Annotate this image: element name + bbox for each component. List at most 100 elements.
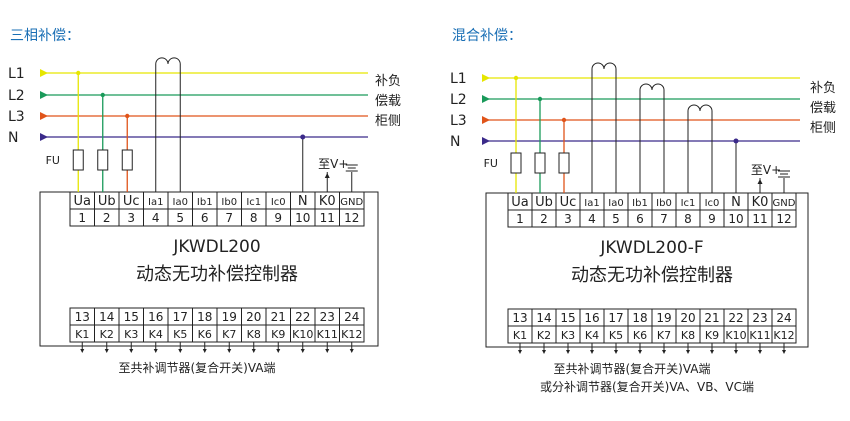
left-bottom-terminal-k: K4 xyxy=(149,328,163,341)
left-fuse-label: FU xyxy=(46,154,60,167)
right-terminal-number: 7 xyxy=(660,212,668,226)
left-title: 三相补偿： xyxy=(10,28,80,44)
right-note-1: 至共补调节器(复合开关)VA端 xyxy=(553,361,710,376)
left-terminal-label: Ib1 xyxy=(197,197,213,208)
left-bottom-terminal-k: K10 xyxy=(292,328,313,341)
left-bottom-terminal-k: K7 xyxy=(222,328,236,341)
left-line-label-l1: L1 xyxy=(8,66,25,82)
right-bottom-terminal-k: K9 xyxy=(705,329,719,342)
right-terminal-label: Ib1 xyxy=(632,198,648,209)
right-line-label-l3: L3 xyxy=(450,113,467,129)
left-junction-dot xyxy=(300,134,306,140)
left-down-arrow-icon xyxy=(276,349,281,353)
right-ct-coil-icon xyxy=(591,62,617,193)
right-bottom-terminal-k: K6 xyxy=(633,329,647,342)
right-bottom-terminal-number: 17 xyxy=(608,311,623,325)
right-terminal-number: 12 xyxy=(776,212,791,226)
right-bottom-terminal-k: K11 xyxy=(749,329,770,342)
left-down-arrow-icon xyxy=(251,349,256,353)
right-bottom-terminal-k: K4 xyxy=(585,329,599,342)
left-terminal-number: 6 xyxy=(201,211,209,225)
left-bottom-terminal-k: K11 xyxy=(317,328,338,341)
right-arrow-icon xyxy=(482,74,490,82)
right-terminal-label: Ua xyxy=(511,195,528,210)
left-terminal-label: Ic0 xyxy=(271,197,286,208)
left-terminal-label: N xyxy=(298,194,308,209)
left-bottom-terminal-k: K9 xyxy=(271,328,285,341)
right-bottom-terminal-k: K7 xyxy=(657,329,671,342)
right-junction-dot xyxy=(537,96,543,102)
right-terminal-label: Ic0 xyxy=(705,198,720,209)
right-terminal-number: 9 xyxy=(708,212,716,226)
right-bottom-terminal-k: K12 xyxy=(773,329,794,342)
right-junction-dot xyxy=(513,75,519,81)
left-bottom-terminal-k: K2 xyxy=(100,328,114,341)
left-panel: 三相补偿：L1L2L3N补负偿载柜侧Ua1Ub2Uc3Ia14Ia05Ib16I… xyxy=(8,28,401,375)
left-down-arrow-icon xyxy=(80,349,85,353)
right-bottom-terminal-number: 16 xyxy=(584,311,599,325)
right-terminal-number: 2 xyxy=(540,212,548,226)
right-bottom-terminal-number: 15 xyxy=(560,311,575,325)
left-bottom-terminal-number: 20 xyxy=(246,310,261,324)
left-terminal-number: 5 xyxy=(176,211,184,225)
right-terminal-label: GND xyxy=(773,198,796,209)
left-down-arrow-icon xyxy=(202,349,207,353)
right-terminal-number: 4 xyxy=(588,212,596,226)
left-down-arrow-icon xyxy=(325,349,330,353)
right-arrow-icon xyxy=(482,116,490,124)
left-terminal-number: 4 xyxy=(152,211,160,225)
left-bottom-terminal-number: 16 xyxy=(148,310,163,324)
right-terminal-number: 11 xyxy=(752,212,767,226)
right-bottom-terminal-number: 13 xyxy=(512,311,527,325)
right-bottom-terminal-number: 20 xyxy=(680,311,695,325)
right-terminal-number: 3 xyxy=(564,212,572,226)
right-model: JKWDL200-F xyxy=(599,238,703,258)
right-terminal-label: Uc xyxy=(560,195,577,210)
left-bottom-terminal-number: 22 xyxy=(295,310,310,324)
left-bottom-terminal-k: K6 xyxy=(198,328,212,341)
right-line-label-l1: L1 xyxy=(450,71,467,87)
right-down-arrow-icon xyxy=(758,350,762,354)
right-terminal-label: N xyxy=(731,195,741,210)
left-terminal-number: 2 xyxy=(103,211,111,225)
left-terminal-number: 11 xyxy=(320,211,335,225)
left-bottom-terminal-k: K1 xyxy=(75,328,89,341)
left-arrow-icon xyxy=(40,112,48,120)
right-bottom-terminal-k: K1 xyxy=(513,329,527,342)
left-side-label: 柜侧 xyxy=(375,114,401,129)
right-title: 混合补偿： xyxy=(452,28,522,44)
right-bottom-terminal-k: K8 xyxy=(681,329,695,342)
right-down-arrow-icon xyxy=(710,350,714,354)
left-down-arrow-icon xyxy=(153,349,158,353)
left-fuse-icon xyxy=(72,149,84,171)
left-terminal-number: 8 xyxy=(250,211,258,225)
right-terminal-label: Ic1 xyxy=(681,198,696,209)
right-bottom-terminal-number: 19 xyxy=(656,311,671,325)
right-device-name: 动态无功补偿控制器 xyxy=(571,265,733,286)
left-terminal-number: 1 xyxy=(78,211,86,225)
right-terminal-label: Ub xyxy=(535,195,553,210)
left-bottom-terminal-number: 13 xyxy=(75,310,90,324)
right-up-arrow-icon xyxy=(757,179,763,184)
left-bottom-terminal-number: 15 xyxy=(124,310,139,324)
left-terminal-label: K0 xyxy=(319,194,336,209)
left-junction-dot xyxy=(125,113,130,119)
left-bottom-terminal-k: K8 xyxy=(247,328,261,341)
left-line-label-l2: L2 xyxy=(8,88,25,104)
left-terminal-number: 12 xyxy=(344,211,359,225)
left-to-v-label: 至V+ xyxy=(318,157,348,171)
right-ct-coil-icon xyxy=(639,83,665,193)
right-fuse-icon xyxy=(510,152,522,174)
right-side-label: 柜侧 xyxy=(810,121,836,136)
left-terminal-label: GND xyxy=(340,197,363,208)
left-side-label: 补负 xyxy=(375,74,401,89)
right-down-arrow-icon xyxy=(542,350,546,354)
left-terminal-number: 3 xyxy=(127,211,135,225)
right-bottom-terminal-number: 22 xyxy=(728,311,743,325)
left-ct-coil-icon xyxy=(155,57,181,192)
left-terminal-label: Ua xyxy=(74,194,91,209)
right-side-label: 补负 xyxy=(810,81,836,96)
left-line-label-n: N xyxy=(8,130,18,146)
right-junction-dot xyxy=(561,117,567,123)
